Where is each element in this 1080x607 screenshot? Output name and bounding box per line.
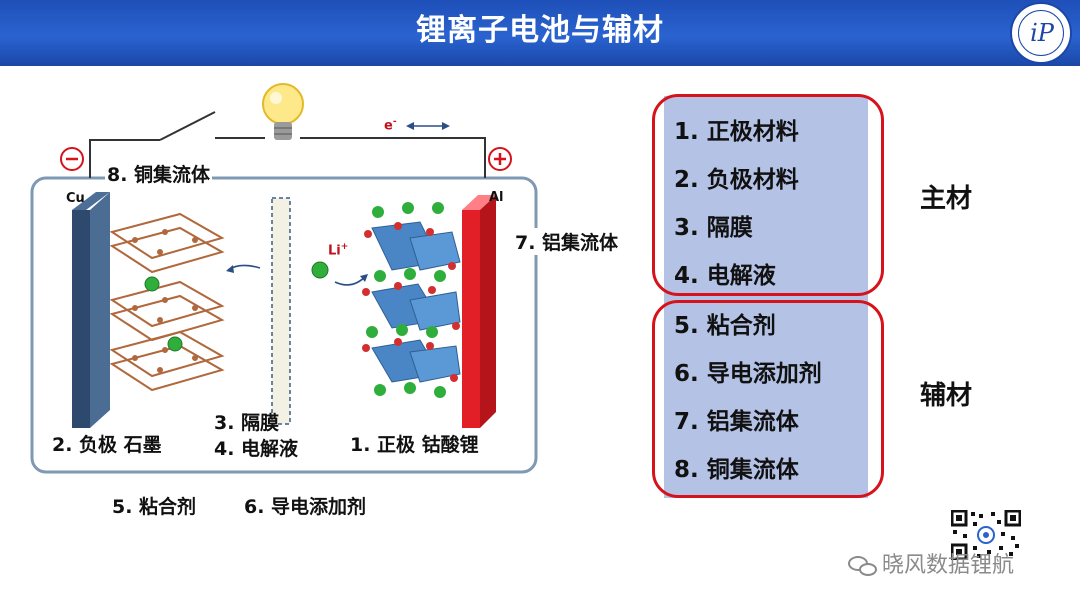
battery-diagram xyxy=(30,83,538,474)
aux-materials-category: 辅材 xyxy=(920,381,973,411)
aux-item-8: 8. 铜集流体 xyxy=(674,457,799,483)
light-bulb-icon xyxy=(262,83,304,140)
institute-logo: iP xyxy=(1010,2,1072,64)
aux-materials-group xyxy=(652,300,884,498)
switch-lever xyxy=(159,111,216,141)
binder-label: 5. 粘合剂 xyxy=(112,496,197,518)
aux-item-7: 7. 铝集流体 xyxy=(674,409,799,435)
al-collector-label: 7. 铝集流体 xyxy=(513,228,621,255)
cathode-label: 1. 正极 钴酸锂 xyxy=(350,434,479,456)
anode-label: 2. 负极 石墨 xyxy=(52,434,162,456)
main-item-4: 4. 电解液 xyxy=(674,263,776,289)
copper-electrode xyxy=(72,192,110,210)
al-label: Al xyxy=(489,190,504,205)
li-symbol: Li xyxy=(328,243,341,259)
main-materials-category: 主材 xyxy=(920,184,973,214)
wechat-account-name: 晓风数据锂航 xyxy=(882,553,1015,578)
aux-item-6: 6. 导电添加剂 xyxy=(674,361,822,387)
header-bar xyxy=(0,0,1080,66)
electron-arrow-icon xyxy=(406,122,450,130)
separator-label: 3. 隔膜 xyxy=(214,412,280,434)
separator-membrane xyxy=(271,197,291,425)
qr-code xyxy=(951,510,1021,560)
logo-ring: iP xyxy=(1018,10,1064,56)
electrolyte-label: 4. 电解液 xyxy=(214,438,299,460)
main-item-2: 2. 负极材料 xyxy=(674,167,799,193)
materials-panel xyxy=(664,96,868,498)
external-circuit-wire-right2 xyxy=(300,137,486,178)
cathode-crystal-structure xyxy=(371,221,461,383)
main-materials-group xyxy=(652,94,884,296)
electron-symbol: e xyxy=(384,118,393,134)
external-circuit-wire xyxy=(89,139,160,178)
page-title: 锂离子电池与辅材 xyxy=(416,13,664,48)
graphite-atoms xyxy=(132,229,198,373)
wechat-footer: 晓风数据锂航 xyxy=(848,547,1014,579)
additive-label: 6. 导电添加剂 xyxy=(244,496,367,518)
aux-item-5: 5. 粘合剂 xyxy=(674,313,776,339)
lithium-ion-icons xyxy=(144,261,329,352)
oxygen-atoms xyxy=(362,222,460,382)
main-item-1: 1. 正极材料 xyxy=(674,119,799,145)
cu-label: Cu xyxy=(66,191,85,206)
cu-collector-label: 8. 铜集流体 xyxy=(105,160,213,187)
electron-label: e- xyxy=(384,117,397,133)
cathode-lithium-atoms xyxy=(366,202,446,398)
aluminum-electrode xyxy=(462,195,496,210)
li-ion-label: Li+ xyxy=(328,242,348,258)
logo-glyph-icon: iP xyxy=(1030,19,1054,47)
main-item-3: 3. 隔膜 xyxy=(674,215,753,241)
li-charge: + xyxy=(340,242,349,252)
electron-charge: - xyxy=(392,117,397,127)
wechat-icon xyxy=(848,555,878,577)
